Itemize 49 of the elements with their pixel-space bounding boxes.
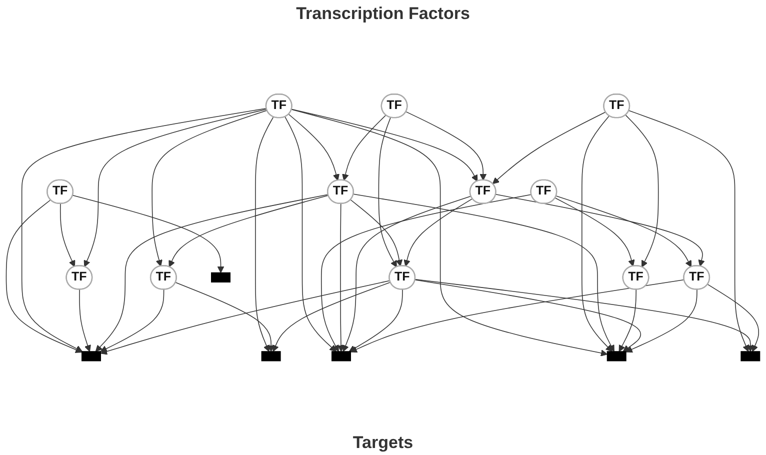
arrow bbox=[175, 282, 274, 352]
node-bar bbox=[82, 351, 101, 362]
diagram-title: Transcription Factors bbox=[296, 4, 470, 24]
node-bar bbox=[332, 351, 351, 362]
arrow bbox=[291, 109, 608, 356]
arrow bbox=[495, 194, 705, 267]
node-bar bbox=[606, 351, 626, 362]
arrow bbox=[255, 116, 274, 352]
arrow bbox=[168, 195, 329, 268]
arrow bbox=[6, 199, 82, 353]
arrow bbox=[554, 198, 635, 267]
arrow bbox=[72, 194, 224, 274]
node-bar bbox=[211, 272, 230, 282]
arrow bbox=[95, 194, 329, 352]
arrow bbox=[342, 114, 386, 181]
node-bar bbox=[261, 351, 281, 362]
arrow bbox=[284, 116, 336, 352]
arrow bbox=[348, 289, 403, 352]
arrow bbox=[406, 111, 487, 181]
arrow bbox=[707, 284, 760, 352]
node-bar bbox=[740, 351, 760, 362]
arrow bbox=[414, 279, 642, 352]
arrow bbox=[21, 108, 267, 352]
arrow bbox=[79, 289, 91, 352]
arrow bbox=[152, 110, 268, 267]
arrow bbox=[338, 203, 344, 352]
arrow bbox=[582, 115, 612, 352]
axis-caption: Targets bbox=[352, 433, 414, 453]
arrow bbox=[350, 279, 685, 353]
arrow bbox=[100, 289, 164, 352]
arrow bbox=[628, 110, 750, 352]
arrow bbox=[288, 114, 340, 181]
arrow bbox=[100, 280, 390, 355]
arrow bbox=[342, 196, 472, 352]
arrow bbox=[84, 108, 268, 268]
arrow bbox=[320, 194, 532, 352]
arrow bbox=[291, 108, 478, 182]
arrow bbox=[626, 289, 698, 353]
arrow bbox=[556, 196, 692, 268]
arrow bbox=[414, 278, 754, 352]
arrow bbox=[350, 199, 403, 266]
arrow bbox=[353, 194, 614, 352]
arrow bbox=[625, 114, 659, 268]
arrow bbox=[272, 282, 391, 352]
arrow bbox=[378, 117, 397, 268]
arrow bbox=[60, 203, 76, 268]
arrow bbox=[618, 289, 636, 352]
arrow bbox=[492, 112, 606, 184]
arrow bbox=[404, 198, 473, 267]
